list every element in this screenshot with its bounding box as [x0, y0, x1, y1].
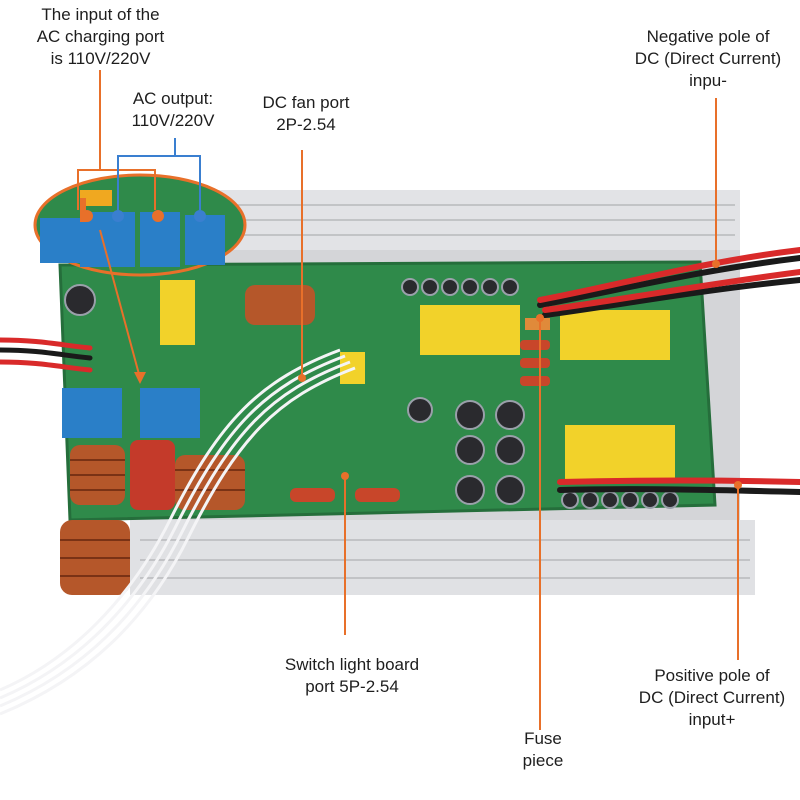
callout-text-line: AC output: — [132, 89, 214, 108]
callout-text-line: DC (Direct Current) — [638, 688, 786, 707]
callout-lines — [77, 70, 742, 730]
arrow-to-relay — [99, 229, 141, 379]
callout-text-line: 110V/220V — [131, 111, 215, 130]
callout-text-line: DC fan port — [262, 93, 350, 112]
callout-text-line: piece — [522, 751, 564, 770]
callout-fuse-piece: Fuse piece — [508, 728, 578, 772]
callout-ac-charging-input: The input of the AC charging port is 110… — [18, 4, 183, 70]
relays — [62, 388, 200, 438]
transformers — [160, 280, 675, 480]
ribbon-cable — [0, 348, 356, 716]
callout-ac-output: AC output: 110V/220V — [118, 88, 228, 132]
callout-text-line: AC charging port — [36, 27, 165, 46]
callout-text-line: Fuse — [524, 729, 562, 748]
dc-cables — [0, 247, 800, 495]
callout-text-line: Positive pole of — [654, 666, 770, 685]
callout-text-line: Negative pole of — [646, 27, 770, 46]
fuse-and-resistors — [290, 318, 550, 502]
callout-text-line: input+ — [688, 710, 736, 729]
capacitors — [64, 278, 679, 509]
callout-negative-pole: Negative pole of DC (Direct Current) inp… — [618, 26, 798, 92]
callout-switch-light-board: Switch light board port 5P-2.54 — [262, 654, 442, 698]
callout-text-line: inpu- — [689, 71, 727, 90]
callout-text-line: DC (Direct Current) — [634, 49, 782, 68]
callout-text-line: 2P-2.54 — [276, 115, 336, 134]
callout-text-line: Switch light board — [284, 655, 420, 674]
callout-text-line: The input of the — [41, 5, 160, 24]
callout-text-line: port 5P-2.54 — [305, 677, 399, 696]
ac-port-magnifier — [33, 173, 247, 277]
callout-text-line: is 110V/220V — [50, 49, 151, 68]
callout-positive-pole: Positive pole of DC (Direct Current) inp… — [625, 665, 799, 731]
callout-dc-fan-port: DC fan port 2P-2.54 — [246, 92, 366, 136]
